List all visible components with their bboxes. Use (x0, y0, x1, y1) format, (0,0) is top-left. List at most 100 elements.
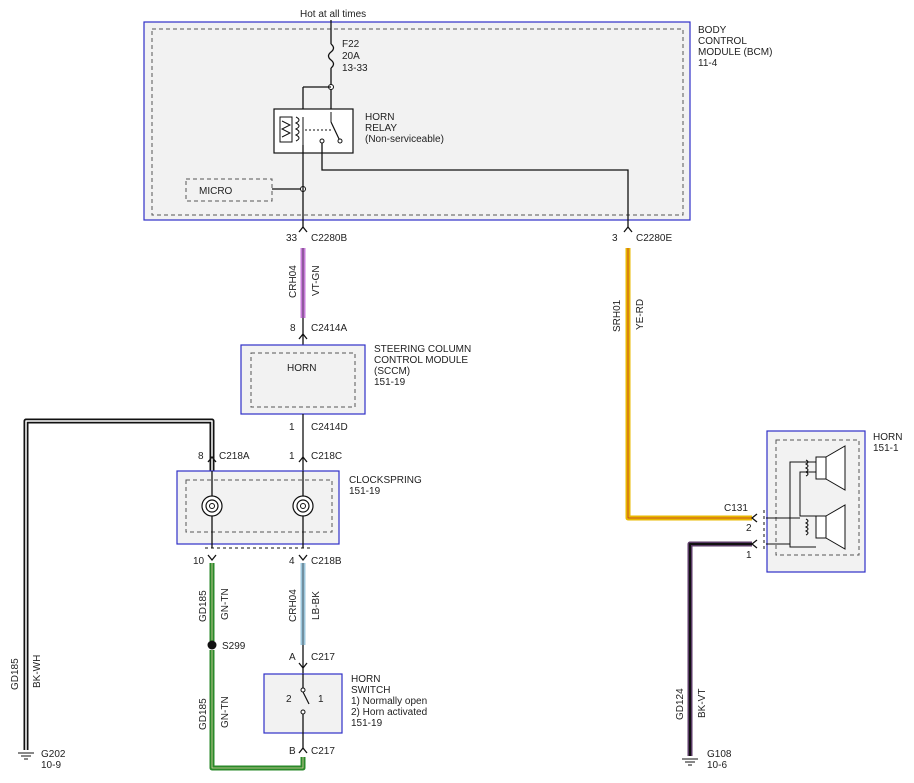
horn-inner-dashed (775, 439, 860, 556)
horn-internal-wire-left (789, 461, 816, 548)
wire-gd185-upper-circuit: GD185 (198, 590, 209, 622)
c218a-connector-icon (207, 455, 217, 463)
c2280e-connector-icon (623, 225, 633, 233)
relay-output-wire (321, 143, 629, 228)
horn-ref: 151-1 (873, 443, 899, 454)
relay-note: (Non-serviceable) (365, 134, 444, 145)
c2414d-name: C2414D (311, 422, 348, 433)
bcm-label-line2: CONTROL (698, 36, 747, 47)
c131-pin2-connector-icon (750, 513, 758, 523)
wire-gd185-lower-circuit: GD185 (198, 698, 209, 730)
relay-contact-arm (330, 121, 341, 142)
horn-switch-pin-right: 1 (318, 694, 324, 705)
c2414a-name: C2414A (311, 323, 347, 334)
horn-switch-note1: 1) Normally open (351, 696, 427, 707)
horn-relay (273, 108, 354, 154)
splice-name: S299 (222, 641, 246, 652)
horn-switch-contact-bottom (300, 709, 306, 715)
c217a-pin: A (289, 652, 296, 663)
wire-bk-wh (23, 418, 215, 750)
bcm-inner-dashed (151, 28, 684, 216)
horn-switch-pin-left: 2 (286, 694, 292, 705)
wire-gd185-left-color: BK-WH (32, 655, 43, 688)
c131-pin1: 1 (746, 550, 752, 561)
relay-coil-icon (294, 116, 300, 142)
ground-g108-icon (682, 758, 698, 766)
clockspring-name: CLOCKSPRING (349, 475, 422, 486)
relay-label-line2: RELAY (365, 123, 397, 134)
c131-pin1-connector-icon (750, 539, 758, 549)
fuse-rating: 20A (342, 51, 360, 62)
c218a-name: C218A (219, 451, 250, 462)
bcm-label-line3: MODULE (BCM) (698, 47, 772, 58)
wire-ye-rd-stripe (627, 248, 752, 519)
sccm-label-line2: CONTROL MODULE (374, 355, 468, 366)
c217b-pin: B (289, 746, 296, 757)
c217b-name: C217 (311, 746, 335, 757)
wire-ye-rd (625, 248, 752, 521)
clockspring-module-box (176, 470, 340, 545)
g108-name: G108 (707, 749, 732, 760)
c218c-name: C218C (311, 451, 342, 462)
wire-gd185-lower-color: GN-TN (220, 696, 231, 728)
wire-crh04-bottom-circuit: CRH04 (288, 589, 299, 622)
bcm-label-line1: BODY (698, 25, 727, 36)
clockspring-ref: 151-19 (349, 486, 381, 497)
c2414a-pin: 8 (290, 323, 296, 334)
micro-label: MICRO (199, 186, 233, 197)
clockspring-inner-dashed (185, 479, 333, 533)
c218b-name: C218B (311, 556, 342, 567)
horn-switch-label-line1: HORN (351, 674, 380, 685)
g108-ref: 10-6 (707, 760, 727, 771)
c218b-left-connector-icon (207, 554, 217, 562)
c2280e-pin: 3 (612, 233, 618, 244)
c2414d-pin: 1 (289, 422, 295, 433)
horn-switch-label-line2: SWITCH (351, 685, 390, 696)
horn-speaker-upper-icon (804, 445, 846, 491)
wire-srh01-color: YE-RD (635, 299, 646, 330)
bcm-ref: 11-4 (698, 58, 718, 69)
wire-srh01-circuit: SRH01 (612, 299, 623, 332)
g202-ref: 10-9 (41, 760, 61, 771)
sccm-ref: 151-19 (374, 377, 406, 388)
wire-gd185-left-circuit: GD185 (10, 658, 21, 690)
c218b-right-connector-icon (298, 554, 308, 562)
sccm-label-line1: STEERING COLUMN (374, 344, 471, 355)
wire-bk-wh-stripe (25, 420, 213, 750)
wire-crh04-top-circuit: CRH04 (288, 265, 299, 298)
relay-contact-node (337, 138, 343, 144)
relay-coil-box (279, 116, 293, 143)
c218c-connector-icon (298, 455, 308, 463)
horn-internal-wire-mid (799, 471, 816, 517)
fuse-ref: 13-33 (342, 63, 368, 74)
relay-output-node (319, 138, 325, 144)
clockspring-coil-left-icon (201, 495, 223, 517)
c218a-pin: 8 (198, 451, 204, 462)
horn-module-box (766, 430, 866, 573)
c217a-name: C217 (311, 652, 335, 663)
ground-g202-icon (18, 752, 34, 760)
wire-gd124-color: BK-VT (697, 689, 708, 718)
c2280b-pin: 33 (286, 233, 298, 244)
micro-box (185, 178, 273, 202)
c2280b-connector-icon (298, 225, 308, 233)
wire-crh04-bottom-color: LB-BK (311, 591, 322, 620)
wire-gd124-circuit: GD124 (675, 688, 686, 720)
wire-gn-tn-lower-stripe (211, 650, 304, 769)
c217b-connector-icon (298, 746, 308, 754)
sccm-module-box (240, 344, 366, 415)
bcm-module-box (143, 21, 691, 221)
sccm-inner-label: HORN (287, 363, 316, 374)
horn-switch-ref: 151-19 (351, 718, 383, 729)
splice-s299-icon (207, 640, 217, 650)
horn-name: HORN (873, 432, 902, 443)
horn-speaker-lower-icon (804, 504, 846, 550)
c131-pin2: 2 (746, 523, 752, 534)
relay-label-line1: HORN (365, 112, 394, 123)
bcm-module (143, 21, 691, 221)
wire-bk-vt (687, 541, 752, 756)
horn-switch-contact-top (300, 687, 306, 693)
sccm-inner-dashed (250, 352, 356, 408)
horn-switch-arm (302, 691, 310, 705)
